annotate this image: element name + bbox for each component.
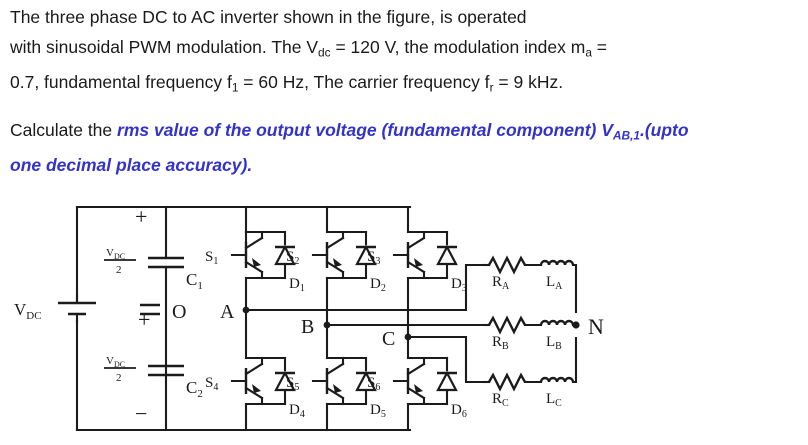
d6-triangle: [436, 370, 458, 392]
question-text-block: The three phase DC to AC inverter shown …: [10, 2, 800, 180]
diode-d4-label: D4: [289, 402, 305, 420]
question-line-1-text: The three phase DC to AC inverter shown …: [10, 7, 527, 27]
load-phase-b: RB LB: [481, 315, 578, 352]
question-line-5: one decimal place accuracy).: [10, 150, 800, 180]
switch-s2-group: S2 D2: [286, 230, 386, 327]
resistor-a-zigzag: [487, 255, 527, 275]
midpoint-node-group: + O: [138, 301, 186, 332]
switch-s6-group: S6 D6: [367, 335, 467, 432]
question-line-1: The three phase DC to AC inverter shown …: [10, 2, 800, 32]
switch-s4-group: S4 D4: [205, 308, 305, 432]
s5-emitter-arrow: [333, 384, 342, 393]
cap2-name: C2: [186, 378, 203, 400]
resistor-c-label: RC: [492, 391, 509, 409]
fr-subscript: r: [489, 80, 494, 95]
load-phase-c: RC LC: [481, 336, 578, 409]
switch-s1-label: S1: [205, 249, 218, 267]
resistor-b-label: RB: [492, 334, 509, 352]
s3-emitter-arrow: [414, 258, 423, 267]
question-line-3: 0.7, fundamental frequency f1 = 60 Hz, T…: [10, 67, 800, 102]
diode-d6-label: D6: [451, 402, 467, 420]
s4-emitter-arrow: [252, 384, 261, 393]
phase-leg-a: S1 D1: [205, 205, 305, 432]
diode-d3-label: D3: [451, 276, 467, 294]
inductor-a-label: LA: [546, 274, 563, 292]
question-line-2-part-a: with sinusoidal PWM modulation. The V: [10, 37, 319, 57]
switch-s5-label: S5: [286, 375, 299, 393]
diode-d2-label: D2: [370, 276, 386, 294]
cap1-voltage-label: VDC 2: [104, 247, 136, 276]
question-line-2-part-b: = 120 V, the modulation index m: [330, 37, 586, 57]
switch-s3-label: S3: [367, 249, 380, 267]
source-label: VDC: [14, 300, 42, 322]
switch-s4-label: S4: [205, 375, 218, 393]
phase-leg-c: S3 D3: [367, 205, 467, 432]
inductor-c-label: LC: [546, 391, 562, 409]
resistor-a-label: RA: [492, 274, 510, 292]
switch-s5-group: S5 D5: [286, 323, 386, 432]
midpoint-plus-sign: +: [138, 307, 150, 332]
load-c-right-lead: [571, 336, 578, 384]
s4-collector-slant: [244, 362, 264, 376]
resistor-c-zigzag: [487, 372, 527, 392]
ma-subscript: a: [585, 45, 592, 60]
task-highlight-a: rms value of the output voltage (fundame…: [117, 119, 613, 140]
cap2-voltage-label: VDC 2: [104, 355, 136, 384]
inductor-c-coils: [539, 376, 575, 383]
diode-d5-label: D5: [370, 402, 386, 420]
task-highlight-b: .(upto: [639, 119, 689, 140]
switch-s2-label: S2: [286, 249, 299, 267]
question-line-3-part-b: = 60 Hz, The carrier frequency f: [238, 72, 490, 93]
node-c-label: C: [382, 328, 395, 350]
s2-emitter-arrow: [333, 258, 342, 267]
calculate-prefix: Calculate the: [10, 119, 118, 140]
midpoint-node-label: O: [172, 301, 186, 323]
node-b-dot: [323, 321, 331, 329]
load-a-right-lead: [571, 263, 578, 314]
diode-d1-label: D1: [289, 276, 305, 294]
question-line-3-part-c: = 9 kHz.: [493, 72, 564, 93]
switch-s3-group: S3 D3: [367, 230, 467, 339]
resistor-b-zigzag: [487, 315, 527, 335]
question-line-3-part-a: 0.7, fundamental frequency f: [10, 72, 232, 93]
inductor-b-label: LB: [546, 334, 562, 352]
vab1-subscript: AB,1: [612, 127, 640, 142]
cap1-voltage-denominator: 2: [116, 264, 122, 276]
s2-collector-slant: [325, 236, 345, 250]
question-line-2-part-c: =: [591, 37, 608, 57]
vdc-subscript: dc: [318, 45, 331, 60]
s5-collector-slant: [325, 362, 345, 376]
bus-plus-marker: +: [135, 204, 147, 229]
cap2-voltage-denominator: 2: [116, 372, 122, 384]
load-phase-a: RA LA: [481, 255, 578, 314]
s1-collector-slant: [244, 236, 264, 250]
switch-s6-label: S6: [367, 375, 380, 393]
neutral-node-dot: [572, 321, 580, 329]
bus-minus-marker: −: [135, 401, 147, 426]
phase-c-output-wire: [406, 335, 485, 384]
inductor-a-coils: [539, 259, 575, 266]
phase-a-output-wire: [244, 263, 485, 312]
cap2-voltage-numerator: VDC: [106, 355, 125, 369]
node-a-dot: [242, 306, 250, 314]
task-highlight-c: one decimal place accuracy).: [10, 154, 253, 175]
cap1-name: C1: [186, 270, 203, 292]
f1-subscript: 1: [231, 80, 239, 95]
node-b-label: B: [301, 316, 314, 338]
question-line-2: with sinusoidal PWM modulation. The Vdc …: [10, 32, 800, 67]
s6-emitter-arrow: [414, 384, 423, 393]
cap1-voltage-numerator: VDC: [106, 247, 125, 261]
s3-collector-slant: [406, 236, 426, 250]
d3-triangle: [436, 244, 458, 266]
inverter-circuit-figure: VDC + − VDC 2 VDC 2: [0, 190, 700, 445]
switch-s1-group: S1 D1: [205, 230, 305, 312]
node-c-dot: [404, 333, 412, 341]
phase-leg-b: S2 D2: [286, 205, 386, 432]
inductor-b-coils: [539, 319, 575, 326]
node-a-label: A: [220, 301, 235, 323]
neutral-node-label: N: [588, 314, 604, 339]
s1-emitter-arrow: [252, 258, 261, 267]
s6-collector-slant: [406, 362, 426, 376]
question-line-4: Calculate the rms value of the output vo…: [10, 115, 800, 150]
